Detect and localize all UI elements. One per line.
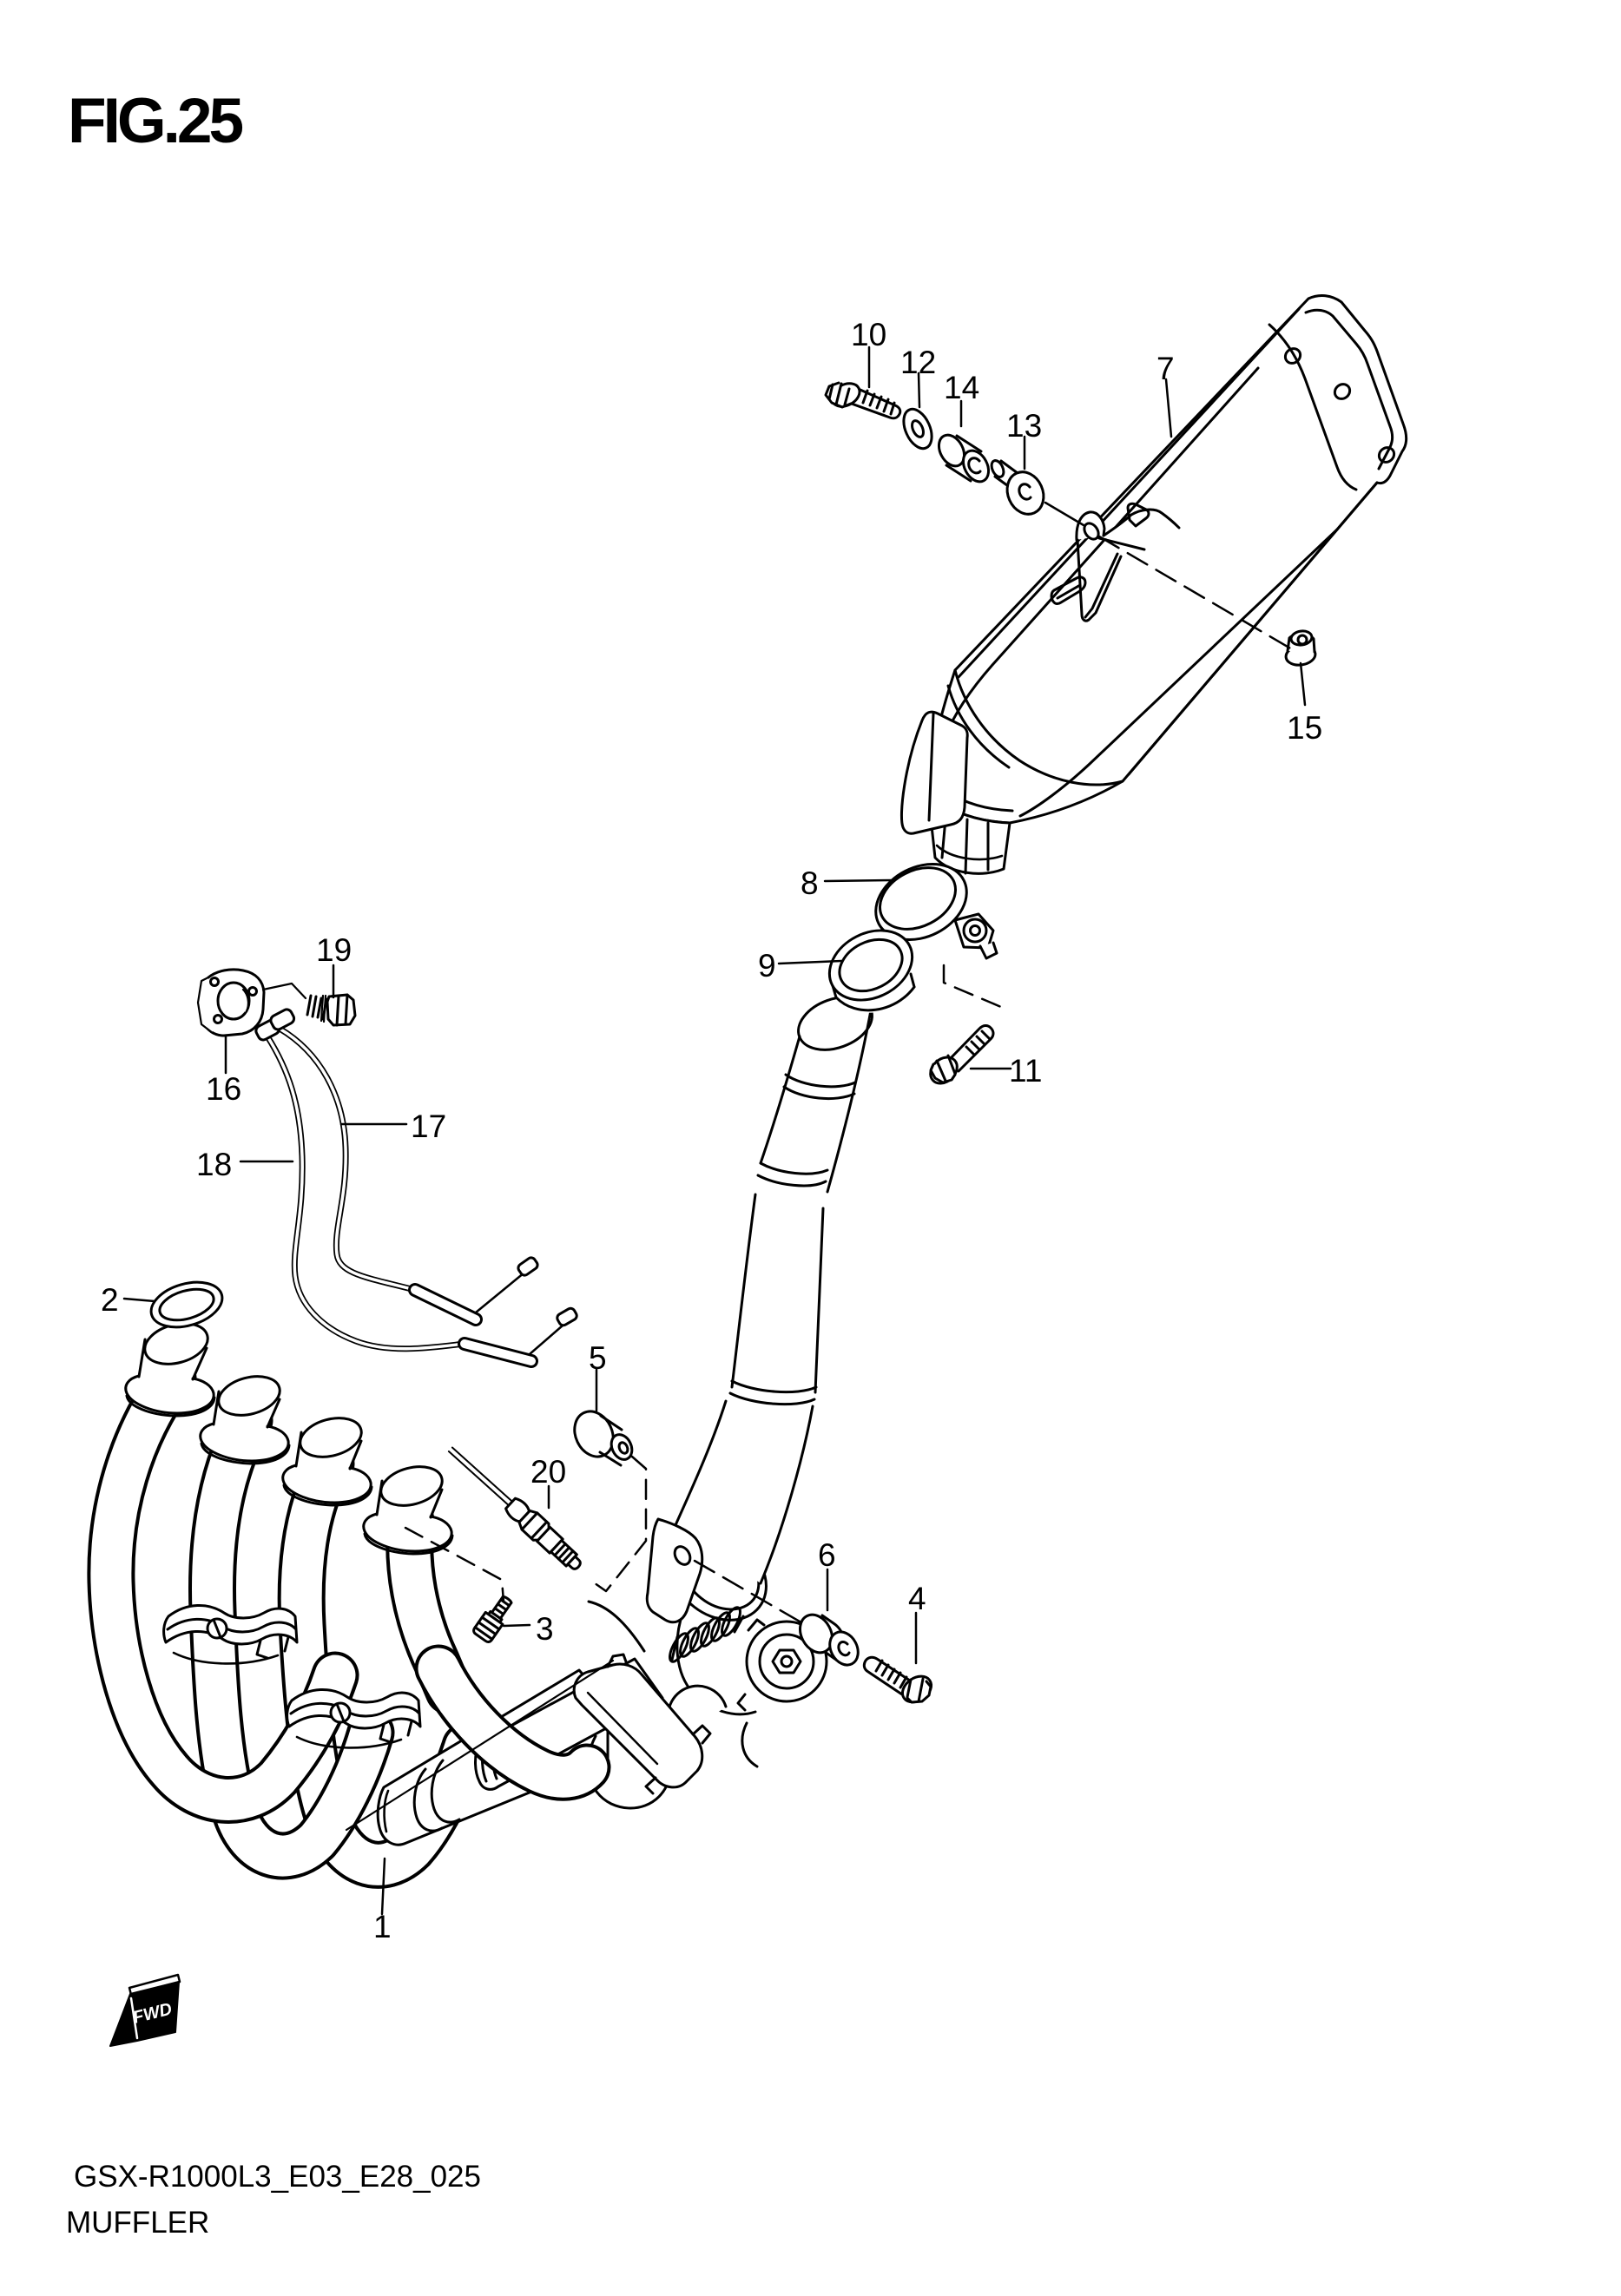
svg-text:7: 7	[1156, 351, 1175, 386]
svg-text:13: 13	[1006, 408, 1042, 444]
svg-text:18: 18	[196, 1147, 232, 1182]
svg-text:19: 19	[316, 932, 352, 968]
svg-text:12: 12	[900, 345, 936, 380]
svg-text:3: 3	[536, 1611, 554, 1647]
svg-text:FIG.25: FIG.25	[68, 86, 243, 156]
svg-text:14: 14	[944, 370, 979, 405]
svg-text:2: 2	[101, 1282, 119, 1318]
svg-text:5: 5	[589, 1340, 607, 1376]
svg-text:6: 6	[818, 1537, 836, 1573]
svg-text:9: 9	[758, 948, 776, 984]
svg-text:10: 10	[851, 317, 886, 352]
svg-text:20: 20	[530, 1454, 566, 1490]
svg-text:1: 1	[373, 1909, 392, 1944]
svg-text:GSX-R1000L3_E03_E28_025: GSX-R1000L3_E03_E28_025	[74, 2160, 481, 2194]
svg-text:4: 4	[908, 1581, 926, 1616]
svg-text:11: 11	[1009, 1053, 1042, 1089]
svg-text:15: 15	[1287, 710, 1322, 746]
svg-text:8: 8	[801, 865, 819, 901]
svg-text:17: 17	[411, 1109, 446, 1144]
svg-text:MUFFLER: MUFFLER	[66, 2206, 209, 2240]
svg-text:16: 16	[206, 1071, 241, 1107]
